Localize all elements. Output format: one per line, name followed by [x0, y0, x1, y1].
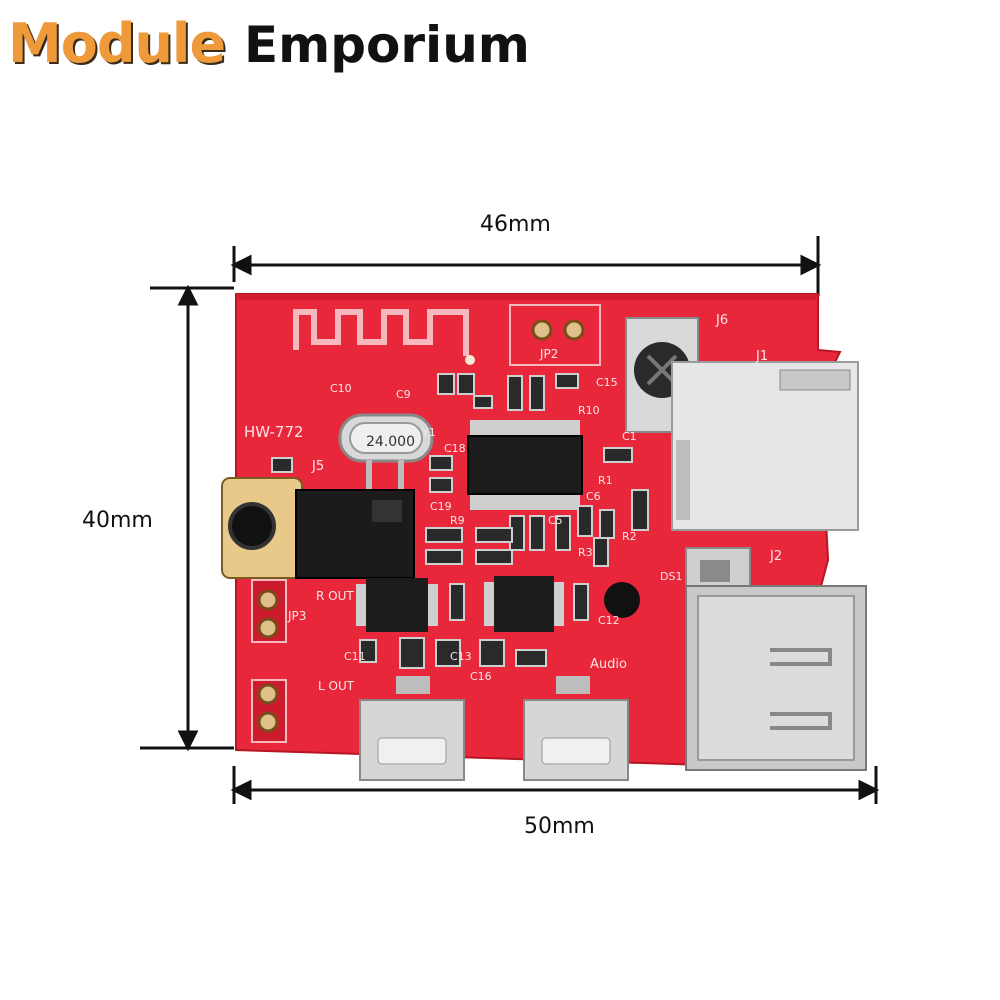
silk-c18: C18 [444, 442, 466, 455]
silk-r2: R2 [622, 530, 637, 543]
silk-r-out: R OUT [316, 589, 354, 603]
silk-c11: C11 [344, 650, 366, 663]
dimension-bottom-label: 50mm [524, 814, 595, 839]
silk-r1: R1 [598, 474, 613, 487]
dimension-top [230, 236, 822, 296]
silk-c1: C1 [622, 430, 637, 443]
silk-l-out: L OUT [318, 679, 355, 693]
silk-j5: J5 [311, 459, 324, 474]
sd-card-slot [671, 361, 859, 531]
dimension-height-label: 40mm [82, 508, 153, 533]
amp-chip-right [484, 576, 564, 632]
brand-logo-emporium: Emporium [244, 16, 530, 74]
brand-logo-module: Module [8, 12, 226, 75]
jp2-pads [509, 304, 601, 366]
silk-ds1: DS1 [660, 570, 682, 583]
silk-r9: R9 [450, 514, 465, 527]
silk-jp3: JP3 [287, 609, 306, 623]
smd-components [271, 373, 649, 669]
silk-c5: C5 [548, 514, 563, 527]
silk-audio: Audio [590, 657, 627, 672]
mounting-hole [604, 582, 640, 618]
silk-r3: R3 [578, 546, 593, 559]
board-model-label: HW-772 [244, 423, 304, 441]
silk-c10: C10 [330, 382, 352, 395]
crystal-oscillator: 24.000 [338, 413, 434, 490]
silk-jp2: JP2 [539, 347, 558, 361]
amp-chip-left [356, 578, 438, 632]
silk-c9: C9 [396, 388, 411, 401]
crystal-label: 24.000 [366, 434, 415, 450]
dimension-top-label: 46mm [480, 212, 551, 237]
silk-c13: C13 [450, 650, 472, 663]
dimension-bottom [230, 766, 880, 804]
micro-usb-left [359, 676, 465, 781]
audio-jack [221, 477, 415, 579]
silk-j2: J2 [769, 549, 782, 564]
usb-a-port [685, 585, 867, 771]
silk-j6: J6 [715, 313, 728, 328]
silk-j1: J1 [755, 349, 768, 364]
dimension-left [140, 284, 234, 752]
silkscreen-labels: HW-772 J5 J6 J1 J2 JP2 JP3 R OUT L OUT A… [244, 313, 782, 693]
silk-r10: R10 [578, 404, 600, 417]
antenna-trace [293, 309, 475, 365]
silk-c16: C16 [470, 670, 492, 683]
main-ic [467, 420, 583, 510]
silk-c12: C12 [598, 614, 620, 627]
silk-y1: Y1 [421, 426, 436, 439]
header-pins [251, 579, 287, 743]
silk-c6: C6 [586, 490, 601, 503]
silk-c19: C19 [430, 500, 452, 513]
silk-c15: C15 [596, 376, 618, 389]
micro-usb-right [523, 676, 629, 781]
